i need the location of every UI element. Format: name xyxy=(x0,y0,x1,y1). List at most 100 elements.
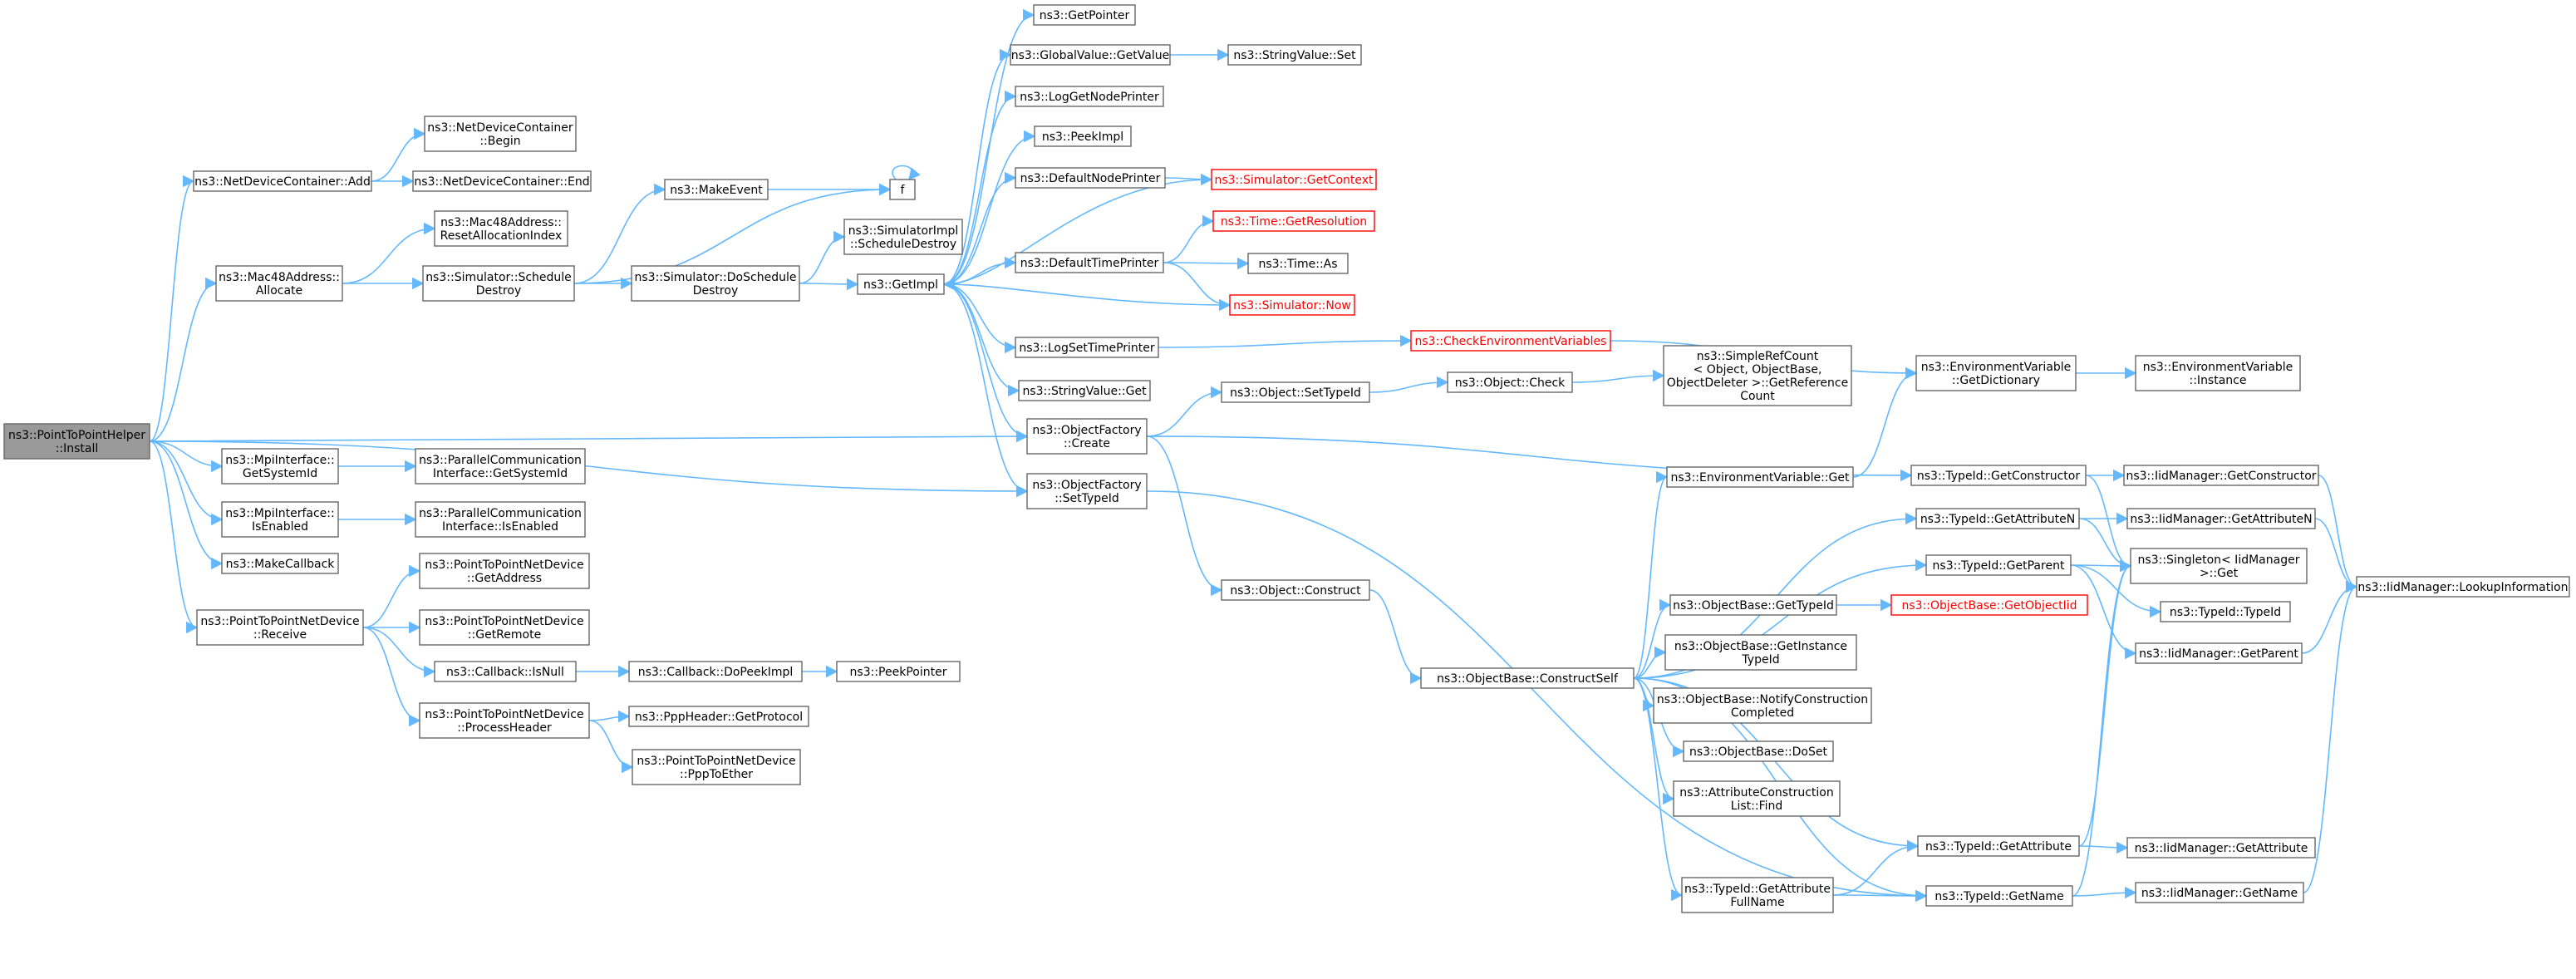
node-sv-get[interactable]: ns3::StringValue::Get xyxy=(1018,380,1151,401)
node-label: ns3::MpiInterface:: xyxy=(225,507,334,520)
call-edge-getimpl-to-of_settypeid xyxy=(943,283,1029,498)
node-box xyxy=(1410,330,1611,352)
node-box xyxy=(664,179,769,200)
node-label: ns3::PointToPointNetDevice xyxy=(425,615,583,628)
call-edge-install-to-p2p_receive xyxy=(149,440,199,634)
node-p2p-processheader[interactable]: ns3::PointToPointNetDevice::ProcessHeade… xyxy=(419,702,590,739)
node-sim-getcontext[interactable]: ns3::Simulator::GetContext xyxy=(1211,169,1377,190)
node-mac-reset[interactable]: ns3::Mac48Address::ResetAllocationIndex xyxy=(434,210,568,247)
node-logsettimeprinter[interactable]: ns3::LogSetTimePrinter xyxy=(1015,337,1159,358)
node-iid-getattr[interactable]: ns3::IidManager::GetAttribute xyxy=(2126,837,2316,858)
node-box xyxy=(1015,86,1164,107)
node-pci-getsys[interactable]: ns3::ParallelCommunicationInterface::Get… xyxy=(415,448,586,485)
node-obj-check[interactable]: ns3::Object::Check xyxy=(1447,371,1573,393)
node-tid-typeid[interactable]: ns3::TypeId::TypeId xyxy=(2160,601,2291,622)
node-gv-getvalue[interactable]: ns3::GlobalValue::GetValue xyxy=(1010,44,1171,66)
node-ndc-add[interactable]: ns3::NetDeviceContainer::Add xyxy=(193,170,372,192)
node-getpointer[interactable]: ns3::GetPointer xyxy=(1033,4,1136,26)
node-sim-now[interactable]: ns3::Simulator::Now xyxy=(1229,294,1355,316)
node-ev-instance[interactable]: ns3::EnvironmentVariable::Instance xyxy=(2135,355,2301,391)
node-ev-getdict[interactable]: ns3::EnvironmentVariable::GetDictionary xyxy=(1915,355,2077,391)
node-box xyxy=(419,553,590,589)
node-make-event[interactable]: ns3::MakeEvent xyxy=(664,179,769,200)
node-box xyxy=(1212,210,1375,232)
node-label: Interface::IsEnabled xyxy=(442,520,558,534)
node-box xyxy=(1247,253,1349,274)
node-install[interactable]: ns3::PointToPointHelper::Install xyxy=(3,423,150,460)
node-cb-isnull[interactable]: ns3::Callback::IsNull xyxy=(434,661,577,682)
node-of-settypeid[interactable]: ns3::ObjectFactory::SetTypeId xyxy=(1026,473,1148,509)
node-label: ns3::StringValue::Get xyxy=(1022,385,1147,398)
node-mpi-isen[interactable]: ns3::MpiInterface::IsEnabled xyxy=(221,501,339,538)
node-p2p-ppptoether[interactable]: ns3::PointToPointNetDevice::PppToEther xyxy=(632,749,801,785)
node-sv-set[interactable]: ns3::StringValue::Set xyxy=(1227,44,1362,66)
node-tid-getattrn[interactable]: ns3::TypeId::GetAttributeN xyxy=(1915,508,2080,529)
node-label: ResetAllocationIndex xyxy=(440,229,563,243)
node-label: ns3::EnvironmentVariable xyxy=(1921,361,2072,374)
node-ev-get[interactable]: ns3::EnvironmentVariable::Get xyxy=(1666,466,1854,488)
node-label: TypeId xyxy=(1741,653,1779,667)
node-f[interactable]: f xyxy=(889,179,916,200)
node-lognodeprinter[interactable]: ns3::LogGetNodePrinter xyxy=(1015,86,1164,107)
call-edge-sim_do-to-getimpl xyxy=(799,278,859,291)
node-box xyxy=(415,448,586,485)
node-p2p-receive[interactable]: ns3::PointToPointNetDevice::Receive xyxy=(196,609,364,646)
node-checkenv[interactable]: ns3::CheckEnvironmentVariables xyxy=(1410,330,1611,352)
node-box xyxy=(2160,601,2291,622)
node-tid-getattr[interactable]: ns3::TypeId::GetAttribute xyxy=(1917,835,2080,857)
node-iid-getconstructor[interactable]: ns3::IidManager::GetConstructor xyxy=(2123,465,2319,486)
node-peekimpl[interactable]: ns3::PeekImpl xyxy=(1034,125,1132,147)
node-ndc-begin[interactable]: ns3::NetDeviceContainer::Begin xyxy=(424,116,577,152)
node-simimpl-sched[interactable]: ns3::SimulatorImpl::ScheduleDestroy xyxy=(843,219,963,255)
node-getimpl[interactable]: ns3::GetImpl xyxy=(857,273,945,295)
node-of-create[interactable]: ns3::ObjectFactory::Create xyxy=(1026,418,1148,455)
node-p2p-getaddr[interactable]: ns3::PointToPointNetDevice::GetAddress xyxy=(419,553,590,589)
node-mpi-getsys[interactable]: ns3::MpiInterface::GetSystemId xyxy=(221,448,339,485)
node-iid-getname[interactable]: ns3::IidManager::GetName xyxy=(2135,882,2304,903)
node-ob-getobjectiid[interactable]: ns3::ObjectBase::GetObjectIid xyxy=(1890,594,2088,616)
node-label: ns3::TypeId::GetAttribute xyxy=(1925,840,2072,854)
call-edge-of_settypeid-to-tid_getname xyxy=(1146,490,1928,903)
node-ndc-end[interactable]: ns3::NetDeviceContainer::End xyxy=(412,170,592,192)
node-obj-construct[interactable]: ns3::Object::Construct xyxy=(1221,579,1370,601)
node-srefcount[interactable]: ns3::SimpleRefCount< Object, ObjectBase,… xyxy=(1663,345,1852,406)
node-ob-constructself[interactable]: ns3::ObjectBase::ConstructSelf xyxy=(1420,667,1635,689)
node-iid-getparent[interactable]: ns3::IidManager::GetParent xyxy=(2135,642,2303,664)
node-iid-lookup[interactable]: ns3::IidManager::LookupInformation xyxy=(2356,576,2570,598)
node-singleton-get[interactable]: ns3::Singleton< IidManager>::Get xyxy=(2130,548,2308,584)
call-edge-install-to-mac_alloc xyxy=(149,277,218,442)
node-deftimeprinter[interactable]: ns3::DefaultTimePrinter xyxy=(1015,252,1164,273)
node-ob-doset[interactable]: ns3::ObjectBase::DoSet xyxy=(1683,740,1834,762)
node-peekpointer[interactable]: ns3::PeekPointer xyxy=(836,661,961,682)
call-edge-install-to-ndc_add xyxy=(149,175,195,442)
node-ob-gettypeid[interactable]: ns3::ObjectBase::GetTypeId xyxy=(1669,594,1837,616)
node-iid-getattrn[interactable]: ns3::IidManager::GetAttributeN xyxy=(2126,508,2316,529)
node-time-getres[interactable]: ns3::Time::GetResolution xyxy=(1212,210,1375,232)
node-box xyxy=(1420,667,1635,689)
node-box xyxy=(1018,380,1151,401)
node-cb-dopeek[interactable]: ns3::Callback::DoPeekImpl xyxy=(628,661,803,682)
node-p2p-getremote[interactable]: ns3::PointToPointNetDevice::GetRemote xyxy=(419,609,590,646)
node-ppp-getproto[interactable]: ns3::PppHeader::GetProtocol xyxy=(628,706,809,727)
node-defnodeprinter[interactable]: ns3::DefaultNodePrinter xyxy=(1015,167,1166,189)
node-ob-notify[interactable]: ns3::ObjectBase::NotifyConstructionCompl… xyxy=(1653,687,1872,724)
node-box xyxy=(221,448,339,485)
node-makecallback[interactable]: ns3::MakeCallback xyxy=(221,553,339,574)
node-tid-getname[interactable]: ns3::TypeId::GetName xyxy=(1925,885,2073,907)
node-time-as[interactable]: ns3::Time::As xyxy=(1247,253,1349,274)
node-pci-isen[interactable]: ns3::ParallelCommunicationInterface::IsE… xyxy=(415,501,586,538)
node-box xyxy=(1034,125,1132,147)
call-edge-tid_getname-to-singleton_get xyxy=(2072,559,2132,897)
node-box xyxy=(1026,418,1148,455)
call-edge-f-to-f xyxy=(892,165,921,181)
node-sim-schedule[interactable]: ns3::Simulator::ScheduleDestroy xyxy=(422,265,575,302)
node-mac-alloc[interactable]: ns3::Mac48Address::Allocate xyxy=(215,265,343,302)
node-obj-settypeid[interactable]: ns3::Object::SetTypeId xyxy=(1221,381,1370,403)
node-tid-getparent[interactable]: ns3::TypeId::GetParent xyxy=(1925,554,2072,576)
call-edge-of_create-to-obj_settypeid xyxy=(1146,386,1223,437)
node-tid-getconstructor[interactable]: ns3::TypeId::GetConstructor xyxy=(1910,465,2087,486)
